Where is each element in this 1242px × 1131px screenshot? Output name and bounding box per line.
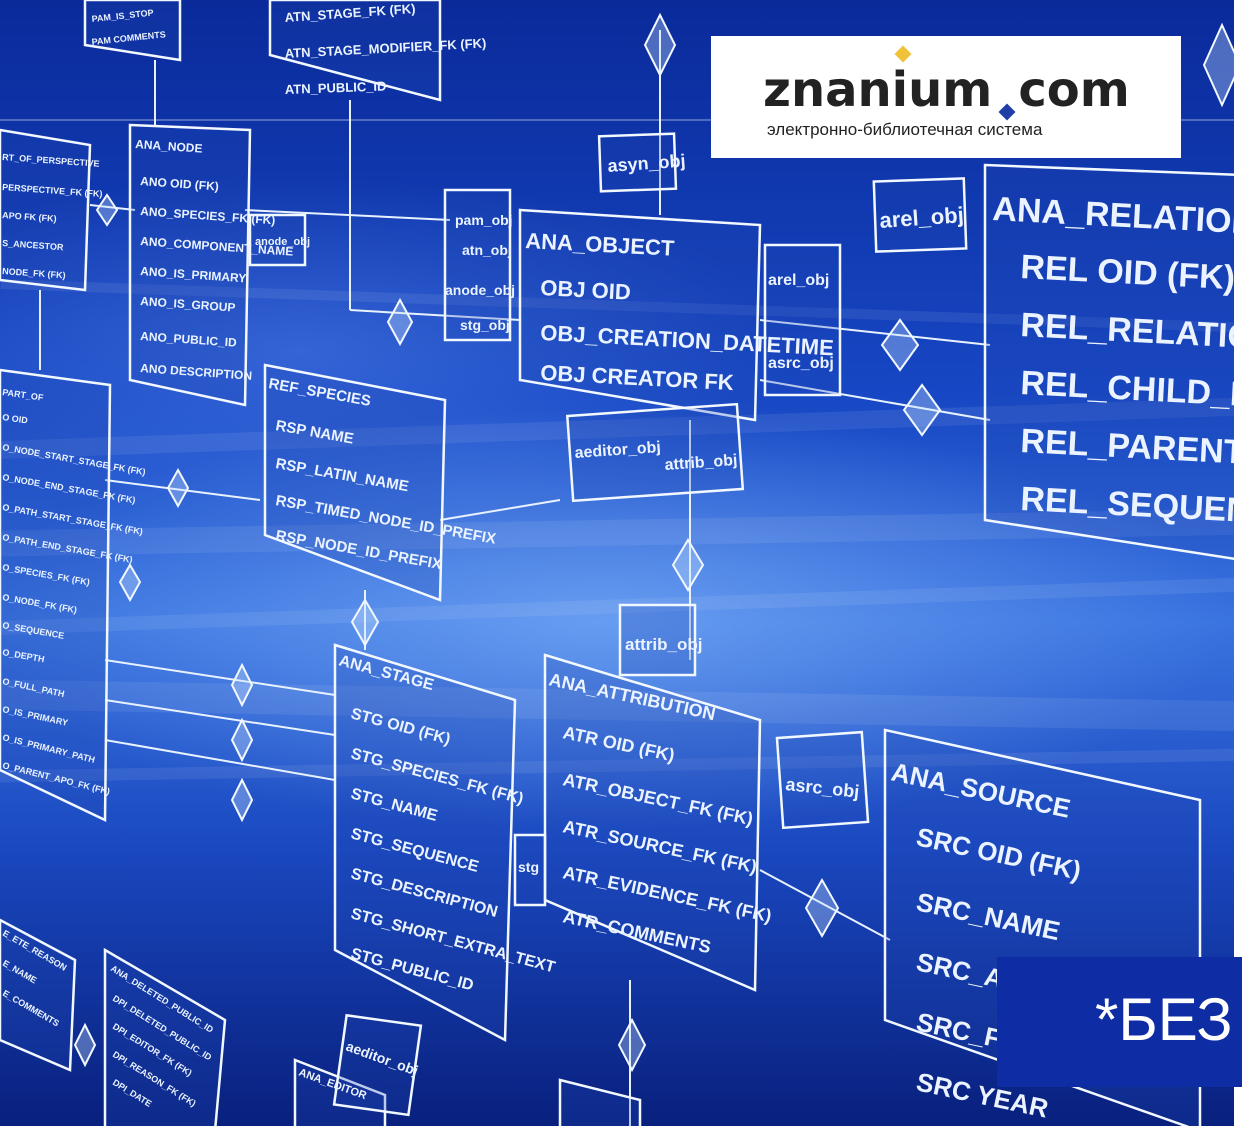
svg-text:attrib_obj: attrib_obj bbox=[625, 635, 702, 654]
svg-text:anode_obj: anode_obj bbox=[445, 282, 515, 298]
logo-brand: znanium bbox=[763, 62, 993, 118]
svg-text:S_ANCESTOR: S_ANCESTOR bbox=[2, 238, 64, 252]
svg-text:O OID: O OID bbox=[2, 412, 29, 426]
svg-text:ANO_PUBLIC_ID: ANO_PUBLIC_ID bbox=[140, 329, 238, 350]
svg-text:ANO_IS_GROUP: ANO_IS_GROUP bbox=[140, 294, 236, 315]
badge-text: *БЕЗ bbox=[1095, 986, 1233, 1053]
svg-text:arel_obj: arel_obj bbox=[768, 272, 829, 289]
svg-text:attrib_obj: attrib_obj bbox=[664, 452, 738, 474]
svg-text:arel_obj: arel_obj bbox=[879, 202, 965, 233]
frame-edge-right bbox=[1234, 0, 1242, 1131]
svg-text:aeditor_obj: aeditor_obj bbox=[574, 439, 661, 462]
svg-text:anode_obj: anode_obj bbox=[255, 236, 310, 248]
svg-text:NODE_FK (FK): NODE_FK (FK) bbox=[2, 266, 66, 280]
svg-text:stg_obj: stg_obj bbox=[460, 317, 510, 333]
corner-badge: *БЕЗ bbox=[997, 957, 1242, 1087]
logo-subtitle: электронно-библиотечная система bbox=[767, 120, 1043, 139]
relation-diamonds bbox=[73, 12, 1242, 1073]
svg-text:ATN_PUBLIC_ID: ATN_PUBLIC_ID bbox=[285, 78, 387, 97]
svg-text:ANO OID (FK): ANO OID (FK) bbox=[140, 174, 219, 193]
field-obj-oid: OBJ OID bbox=[540, 275, 632, 305]
svg-text:stg: stg bbox=[518, 859, 539, 875]
logo-tld: com bbox=[1018, 62, 1130, 118]
svg-text:ANA_NODE: ANA_NODE bbox=[135, 137, 203, 156]
znanium-logo[interactable]: znanium com электронно-библиотечная систе… bbox=[711, 36, 1181, 158]
svg-text:pam_obj: pam_obj bbox=[455, 212, 513, 228]
svg-text:APO FK (FK): APO FK (FK) bbox=[2, 210, 57, 224]
logo-wordmark: znanium com bbox=[763, 62, 1130, 118]
svg-text:atn_obj: atn_obj bbox=[462, 242, 512, 258]
svg-text:asrc_obj: asrc_obj bbox=[768, 355, 834, 372]
relation-tag-boxes bbox=[248, 132, 968, 1117]
logo-yellow-diamond-icon bbox=[894, 45, 912, 63]
frame-edge-bottom bbox=[0, 1126, 1242, 1131]
